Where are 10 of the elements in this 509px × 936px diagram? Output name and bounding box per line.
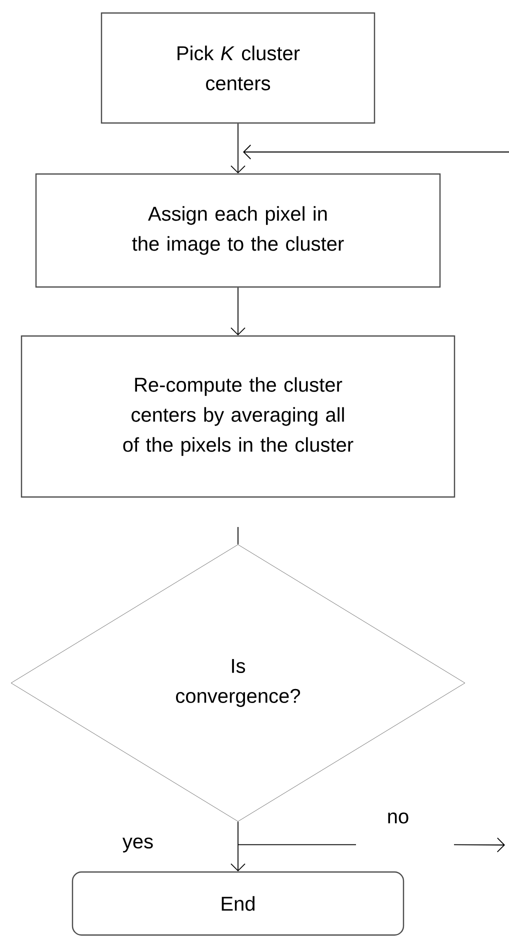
- process-box: Assign each pixel in the image to the cluster: [35, 173, 441, 288]
- terminal-box: End: [72, 871, 404, 936]
- arrow: [230, 123, 246, 174]
- process-box: Pick K cluster centers: [100, 12, 376, 124]
- process-box: Re-compute the cluster centers by averaging all of the pixels in the cluster: [20, 335, 456, 498]
- arrow: [243, 144, 509, 160]
- arrow: [230, 821, 246, 872]
- arrow: [238, 838, 505, 852]
- edge-label: yes: [120, 836, 156, 854]
- arrow: [230, 287, 246, 336]
